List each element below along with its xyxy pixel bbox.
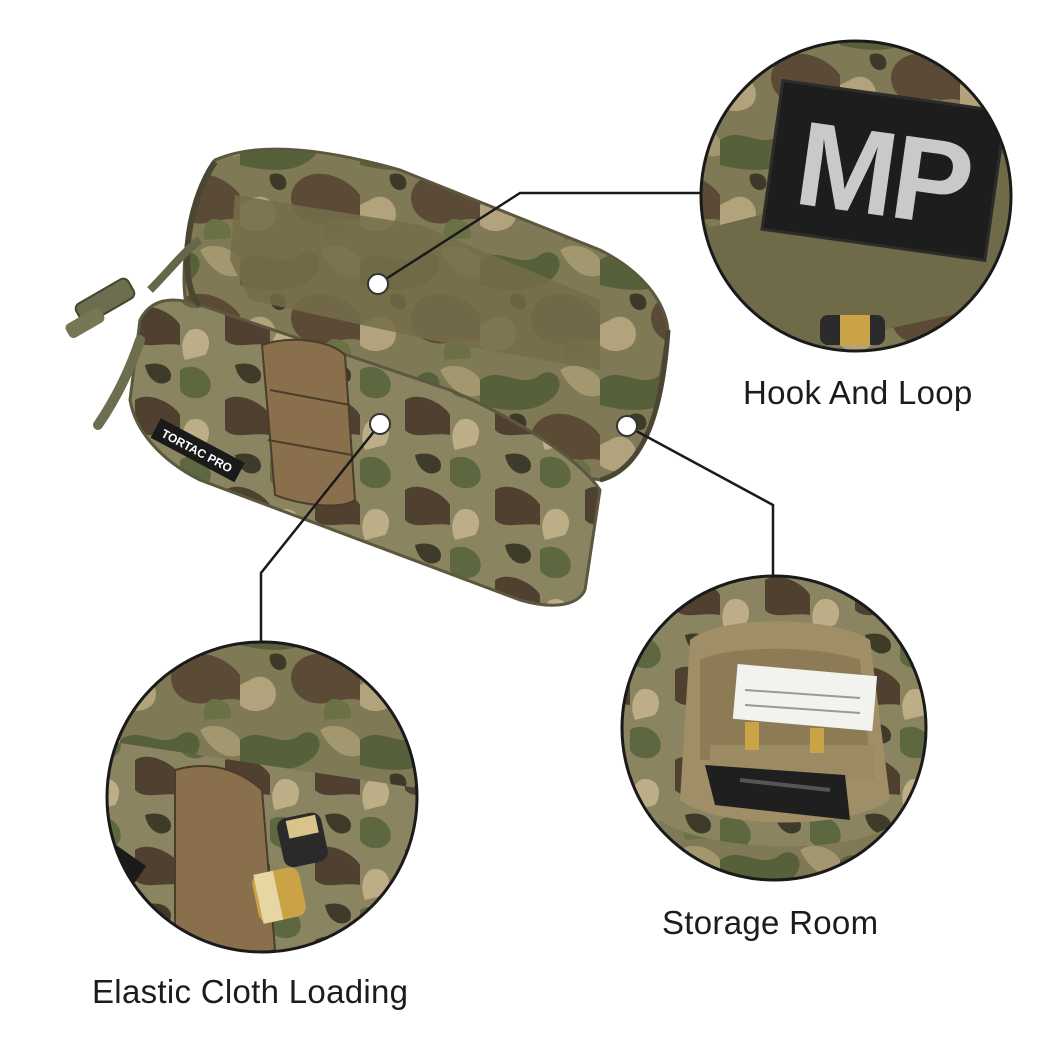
mp-patch: MP (760, 78, 1008, 263)
caption-storage-room: Storage Room (662, 904, 879, 941)
detail-storage-room (620, 574, 928, 882)
velcro-panel (230, 195, 600, 370)
battery-icon (820, 315, 885, 345)
callout-dots (367, 273, 638, 437)
callout-dot-hook (367, 273, 389, 295)
leader-line-elastic (259, 423, 381, 643)
battery-icon (252, 812, 328, 924)
caption-hook-and-loop: Hook And Loop (743, 374, 973, 411)
callout-dot-storage (616, 415, 638, 437)
caption-elastic-cloth-loading: Elastic Cloth Loading (92, 973, 409, 1010)
zipper-pull-icon (65, 236, 203, 430)
elastic-band (260, 338, 357, 507)
multitool-icon (705, 765, 850, 820)
leader-line-hook (377, 191, 702, 286)
detail-elastic-cloth (105, 640, 419, 954)
leader-line-storage (626, 424, 775, 576)
detail-hook-and-loop: MP (699, 39, 1013, 353)
pouch: TORTAC PRO (65, 147, 671, 607)
pouch-front-panel (128, 298, 602, 607)
leader-lines (259, 191, 775, 643)
callout-dot-elastic (369, 413, 391, 435)
mp-patch-text: MP (788, 96, 977, 253)
